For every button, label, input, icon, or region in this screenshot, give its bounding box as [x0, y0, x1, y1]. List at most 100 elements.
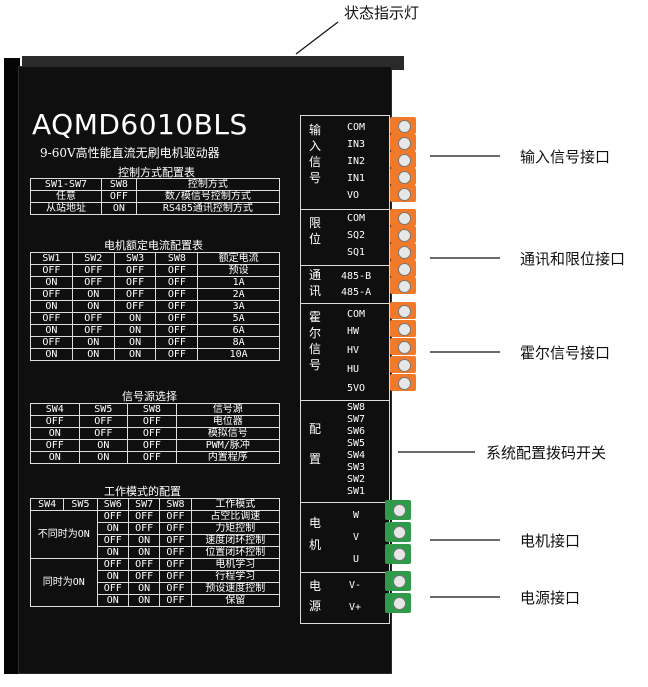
mode-col-mode: 工作模式 [190, 498, 281, 511]
pin-label: IN3 [347, 139, 366, 150]
table-cell: OFF [127, 451, 177, 464]
table-cell: 保留 [190, 594, 281, 607]
terminal-screw [390, 209, 416, 226]
table-cell: OFF [71, 264, 115, 277]
screw-icon [393, 526, 406, 539]
table-cell: OFF [30, 288, 73, 301]
terminal-screw [390, 117, 416, 134]
table-cell: OFF [30, 336, 73, 349]
mode-col-sw5: SW5 [63, 498, 98, 511]
table-cell: 从站地址 [29, 202, 103, 215]
dip-callout: 系统配置拨码开关 [486, 444, 607, 462]
table-cell: OFF [127, 570, 161, 583]
table-cell: OFF [155, 336, 199, 349]
pin-label: HV [347, 345, 360, 356]
table-cell: OFF [155, 288, 199, 301]
mode-group-label: 同时为ON [30, 558, 98, 607]
terminal-screw [390, 243, 416, 260]
screw-icon [398, 323, 411, 336]
control-table-header: SW1-SW7 SW8 控制方式 [29, 178, 281, 191]
terminal-screw [390, 302, 416, 319]
table-cell: 电机学习 [190, 558, 281, 571]
table-cell: OFF [155, 264, 199, 277]
table-cell: ON [30, 276, 73, 289]
signal-col-sw4: SW4 [30, 403, 80, 416]
table-cell: 内置程序 [175, 451, 281, 464]
table-cell: 占空比调速 [190, 510, 281, 523]
current-col-sw1: SW1 [30, 252, 73, 265]
status-indicator-label: 状态指示灯 [344, 4, 420, 22]
terminal-screw [390, 185, 416, 202]
table-cell: ON [71, 300, 115, 313]
table-cell: ON [78, 451, 129, 464]
pin-label: SW5 [347, 438, 366, 449]
terminal-screw [390, 320, 416, 337]
table-cell: 预设 [197, 264, 280, 277]
screw-icon [398, 188, 411, 201]
table-cell: ON [101, 202, 137, 215]
signal-col-sw8: SW8 [127, 403, 177, 416]
table-cell: ON [113, 348, 157, 361]
hall-section: 霍尔信号 COM HW HV HU 5VO [301, 303, 389, 401]
pin-label: SW3 [347, 462, 366, 473]
signal-table-header: SW4 SW5 SW8 信号源 [30, 403, 281, 416]
terminal-screw [390, 168, 416, 185]
table-cell: 位置闭环控制 [190, 546, 281, 559]
table-cell: 力矩控制 [190, 522, 281, 535]
table-cell: OFF [96, 534, 129, 547]
comm-section-name: 通讯 [308, 268, 321, 298]
table-cell: OFF [127, 522, 161, 535]
pin-label: COM [347, 309, 366, 320]
table-cell: OFF [71, 312, 115, 325]
table-cell: OFF [155, 348, 199, 361]
mode-group-label: 不同时为ON [30, 510, 98, 559]
pin-label: U [353, 554, 360, 565]
table-cell: ON [127, 546, 161, 559]
power-section: 电源 V- V+ [301, 572, 389, 623]
table-cell: OFF [155, 276, 199, 289]
table-cell: OFF [78, 415, 129, 428]
terminal-label-box: 输入信号 COM IN3 IN2 IN1 VO 限位 COM SQ2 SQ1 通… [300, 115, 390, 624]
table-cell: 模拟信号 [175, 427, 281, 440]
current-table-header: SW1 SW2 SW3 SW8 额定电流 [30, 252, 280, 265]
table-cell: OFF [113, 300, 157, 313]
screw-icon [398, 377, 411, 390]
table-cell: OFF [78, 427, 129, 440]
screw-icon [398, 154, 411, 167]
control-col-mode: 控制方式 [135, 178, 281, 191]
table-cell: ON [96, 522, 129, 535]
table-cell: OFF [113, 276, 157, 289]
pin-label: SW6 [347, 426, 366, 437]
pin-label: HU [347, 364, 360, 375]
terminal-screw [385, 522, 411, 542]
pin-label: V+ [349, 602, 362, 613]
mode-col-sw6: SW6 [96, 498, 129, 511]
screw-icon [393, 548, 406, 561]
table-cell: OFF [155, 324, 199, 337]
terminal-screw [385, 593, 411, 613]
pin-label: SW4 [347, 450, 366, 461]
pin-label: 485-A [341, 287, 372, 298]
table-cell: 电位器 [175, 415, 281, 428]
pin-label: SQ1 [347, 247, 366, 258]
table-cell: 3A [197, 300, 280, 313]
power-section-name: 电源 [308, 579, 321, 613]
pin-label: VO [347, 190, 360, 201]
table-cell: OFF [127, 427, 177, 440]
power-callout: 电源接口 [520, 589, 581, 607]
pin-label: COM [347, 122, 366, 133]
pin-label: IN2 [347, 156, 366, 167]
pin-label: 485-B [341, 271, 372, 282]
table-cell: ON [96, 546, 129, 559]
table-cell: OFF [159, 534, 192, 547]
